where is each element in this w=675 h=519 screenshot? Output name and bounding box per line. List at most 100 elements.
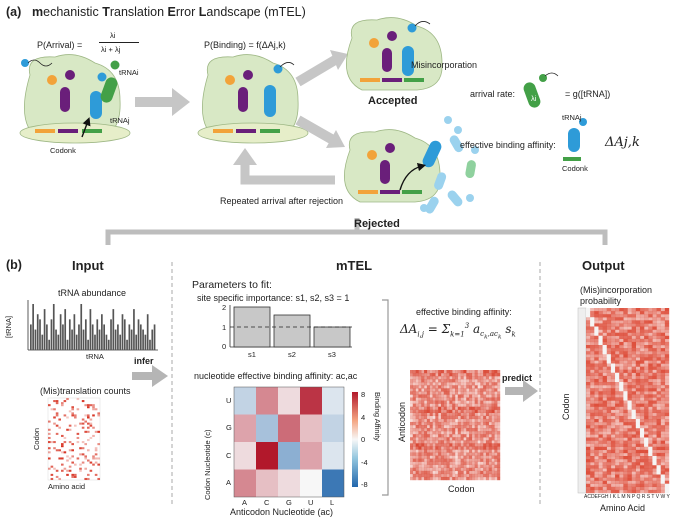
out-cell: [660, 480, 666, 484]
ac-cell: [491, 403, 495, 407]
trna-bar: [84, 319, 87, 350]
ac-cell: [426, 397, 430, 401]
ac-cell: [483, 458, 487, 462]
nuc-cell: [300, 387, 322, 415]
out-cell: [606, 311, 612, 315]
ac-cell: [452, 461, 456, 465]
ac-cell: [494, 440, 498, 444]
out-cell: [602, 409, 607, 414]
ac-cell: [491, 421, 495, 426]
ac-cell: [497, 446, 501, 450]
ac-cell: [424, 434, 428, 438]
ac-cell: [421, 437, 425, 441]
ac-cell: [418, 452, 422, 456]
out-cell: [631, 474, 636, 478]
ac-cell: [438, 385, 442, 389]
ac-cell: [443, 421, 447, 426]
out-cell: [602, 385, 607, 389]
out-cell: [652, 372, 657, 377]
out-cell: [664, 391, 670, 395]
out-cell: [586, 428, 591, 432]
out-cell: [635, 449, 641, 454]
out-cell: [627, 446, 632, 451]
ac-cell: [455, 382, 459, 386]
ac-cell: [463, 373, 467, 377]
out-cell: [652, 354, 657, 358]
ac-cell: [426, 464, 430, 468]
ac-cell: [412, 400, 416, 404]
out-cell: [619, 354, 624, 358]
ac-cell: [426, 376, 430, 380]
out-cell: [606, 354, 612, 358]
out-cell: [631, 406, 636, 410]
out-cell: [590, 459, 595, 463]
ac-cell: [438, 376, 442, 380]
out-cell: [631, 375, 636, 380]
ac-cell: [438, 400, 442, 404]
out-cell: [619, 409, 624, 414]
ac-cell: [463, 391, 467, 395]
mis-cell: [48, 404, 51, 407]
out-cell: [594, 369, 599, 373]
ac-cell: [491, 388, 495, 392]
nuc-cell: [234, 442, 256, 470]
ac-cell: [471, 446, 475, 450]
trna-y-axis: [tRNA]: [4, 315, 13, 338]
ac-cell: [483, 443, 487, 447]
out-cell: [594, 348, 599, 352]
out-cell: [648, 406, 653, 410]
out-cell: [635, 437, 641, 441]
out-cell: [639, 345, 645, 349]
out-cell: [590, 437, 595, 441]
out-cell: [635, 474, 641, 478]
ac-cell: [426, 385, 430, 389]
out-cell: [627, 360, 632, 364]
ac-cell: [429, 397, 433, 401]
out-cell: [635, 406, 641, 410]
out-cell: [623, 375, 628, 380]
ac-cell: [415, 470, 419, 475]
ac-cell: [432, 434, 436, 438]
mis-cell: [79, 447, 82, 450]
ac-cell: [466, 455, 470, 459]
mis-cell: [89, 418, 93, 421]
ac-cell: [497, 421, 501, 426]
ac-cell: [480, 446, 484, 450]
out-cell: [660, 400, 666, 404]
out-cell: [648, 345, 653, 349]
out-cell: [586, 459, 591, 463]
out-cell: [639, 366, 645, 370]
out-cell: [656, 378, 661, 383]
out-cell: [627, 382, 632, 386]
ac-cell: [477, 421, 481, 426]
ac-cell: [463, 473, 467, 478]
ac-cell: [463, 476, 467, 481]
ac-cell: [469, 467, 473, 472]
out-cell: [602, 452, 607, 457]
ac-cell: [494, 425, 498, 429]
out-cell: [652, 308, 657, 312]
nuc-cell: [300, 442, 322, 470]
ac-cell: [452, 452, 456, 456]
ac-cell: [412, 376, 416, 380]
ac-cell: [418, 388, 422, 392]
ac-cell: [432, 476, 436, 481]
trna-bar: [121, 314, 124, 350]
out-cell: [623, 345, 628, 349]
ac-cell: [435, 461, 439, 465]
ac-cell: [469, 388, 473, 392]
site-label-s1: s1: [248, 350, 256, 359]
ac-cell: [452, 449, 456, 453]
out-cell: [631, 323, 636, 327]
ac-cell: [443, 418, 447, 423]
ac-cell: [491, 434, 495, 438]
ac-cell: [435, 437, 439, 441]
ac-cell: [480, 385, 484, 389]
ac-cell: [424, 449, 428, 453]
out-cell: [598, 320, 603, 324]
ac-cell: [446, 379, 450, 383]
ac-cell: [471, 415, 475, 420]
ac-cell: [446, 415, 450, 420]
out-cell: [602, 434, 607, 438]
ac-cell: [410, 379, 414, 383]
